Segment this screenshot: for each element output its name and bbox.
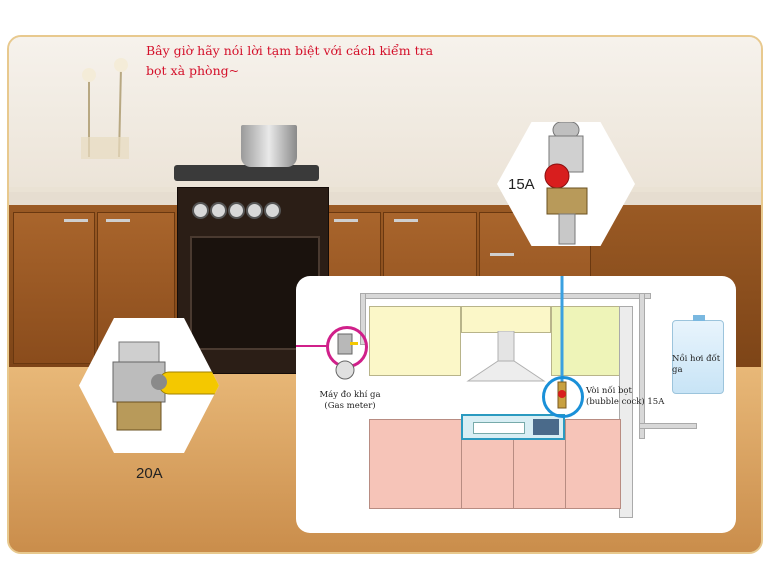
gas-stove (461, 414, 565, 440)
gas-meter-label-en: (Gas meter) (324, 401, 376, 411)
bubble-cock-icon (557, 381, 567, 409)
bubble-cock-label-vi: Vòi nối bọt (586, 386, 632, 396)
intro-text: Bây giờ hãy nói lời tạm biệt với cách ki… (146, 43, 434, 78)
boiler-label: Nồi hơi đốt ga (672, 354, 721, 375)
ball-valve-20a-icon (112, 341, 219, 431)
bubble-cock-label: Vòi nối bọt (bubble cock) 15A (586, 386, 666, 408)
gas-meter-label-vi: Máy đo khí ga (319, 390, 381, 400)
counter-top (9, 192, 761, 206)
upper-cabinet (369, 306, 461, 376)
cabinet-door (13, 212, 95, 364)
valve-15a-callout (497, 122, 635, 246)
gas-pipe (639, 293, 645, 439)
lower-cabinet (565, 419, 621, 509)
bubble-cock-label-en: (bubble cock) 15A (586, 397, 665, 407)
stove-top (174, 165, 319, 181)
gas-meter-icon (335, 333, 358, 380)
wall-column (619, 306, 633, 518)
flower-vase-icon (81, 58, 129, 159)
gas-pipe (639, 423, 697, 429)
range-hood-icon (466, 331, 546, 382)
lower-cabinet (513, 439, 567, 509)
valve-15a-label: 15A (508, 176, 535, 193)
installation-diagram-panel: Máy đo khí ga (Gas meter) Vòi nối bọt (b… (296, 276, 736, 533)
gas-boiler (672, 315, 724, 394)
kitchen-wall (9, 37, 761, 187)
bubble-cock-highlight (542, 376, 584, 418)
safety-valve-15a-icon (544, 122, 588, 245)
cooking-pot (241, 125, 297, 167)
upper-cabinet (461, 306, 551, 333)
valve-20a-label: 20A (136, 465, 163, 482)
gas-meter-label: Máy đo khí ga (Gas meter) (310, 390, 390, 412)
